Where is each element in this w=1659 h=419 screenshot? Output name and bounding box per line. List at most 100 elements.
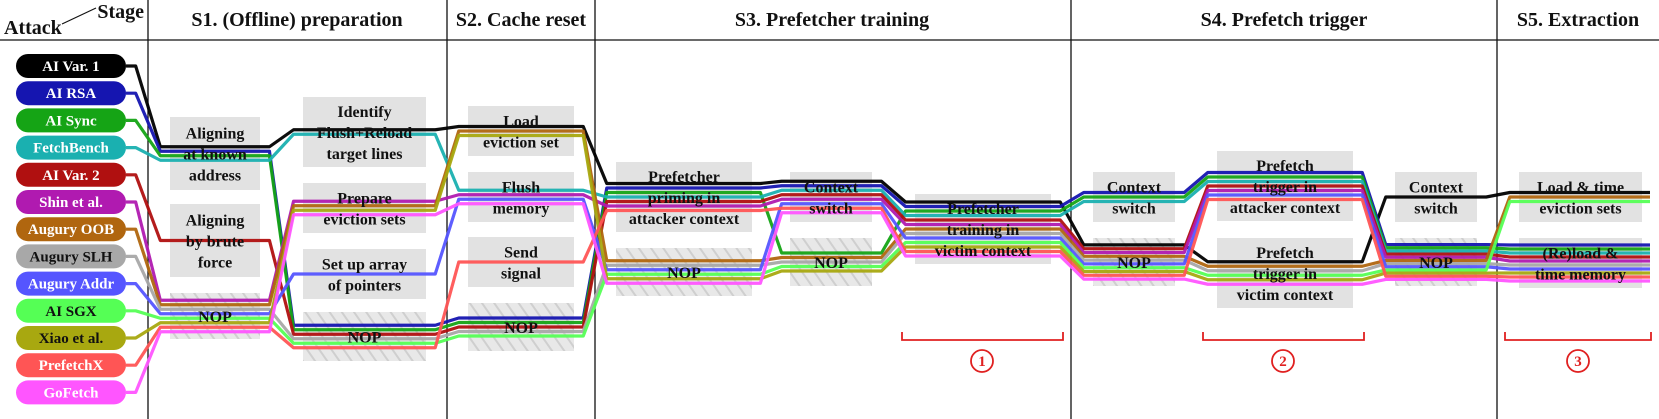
box-label-nop_s1b: NOP <box>348 330 382 347</box>
box-label-align_brute: by brute <box>186 234 244 251</box>
box-identify_fr <box>303 97 426 167</box>
box-label-ctx_switch_s4b: Context <box>1409 180 1464 197</box>
box-label-align_known: Aligning <box>186 126 245 143</box>
box-label-nop_s1a: NOP <box>198 309 232 326</box>
attack-pill-10 <box>16 326 126 350</box>
lines-layer <box>126 64 1650 394</box>
box-label-reload_time: time memory <box>1535 267 1626 284</box>
box-label-pf_trigger_victim: Prefetch <box>1256 245 1314 262</box>
box-label-load_time_ev: Load & time <box>1537 180 1624 197</box>
flow-line-1 <box>126 91 1650 327</box>
marker-circle-1 <box>970 349 994 373</box>
corner-attack-label: Attack <box>4 17 63 39</box>
box-label-identify_fr: Identify <box>337 104 391 121</box>
attack-label-11: PrefetchX <box>39 358 104 374</box>
flow-line-11 <box>126 197 1650 367</box>
box-label-nop_s4b: NOP <box>1419 255 1453 272</box>
marker-label-1: 1 <box>978 354 986 370</box>
flow-line-10 <box>126 133 1650 340</box>
attack-pill-11 <box>16 353 126 378</box>
attack-label-5: Shin et al. <box>39 195 103 211</box>
marker-bracket-1 <box>901 332 1064 341</box>
box-label-flush_mem: Flush <box>502 180 540 197</box>
box-label-pf_training_victim: Prefetcher <box>947 201 1019 218</box>
box-label-ctx_switch_s3: switch <box>809 201 853 218</box>
flow-line-7 <box>126 231 1650 341</box>
box-label-flush_mem: memory <box>493 201 550 218</box>
box-label-align_known: at known <box>183 147 247 164</box>
box-label-reload_time: (Re)load & <box>1543 246 1619 263</box>
attack-label-6: Augury OOB <box>28 222 114 238</box>
stage-header-s1: S1. (Offline) preparation <box>191 9 402 31</box>
box-label-send_signal: Send <box>504 245 538 262</box>
attack-label-7: Augury SLH <box>30 249 113 265</box>
box-label-ctx_switch_s4: Context <box>1107 180 1162 197</box>
box-nop_s1b <box>303 312 426 361</box>
box-label-pf_trigger_victim: victim context <box>1237 287 1334 304</box>
flow-line-0 <box>126 64 1650 264</box>
stage-header-s4: S4. Prefetch trigger <box>1201 9 1368 31</box>
box-label-nop_s3b: NOP <box>814 255 848 272</box>
corner-stage-label: Stage <box>97 1 144 23</box>
flow-line-4 <box>126 173 1650 336</box>
box-label-setup_array: of pointers <box>328 278 401 295</box>
flow-line-12 <box>126 202 1650 394</box>
corner-diagonal <box>61 7 97 25</box>
attack-pill-4 <box>16 162 126 187</box>
marker-bracket-2 <box>1202 332 1365 341</box>
box-label-pf_priming: Prefetcher <box>648 169 720 186</box>
attack-pill-12 <box>16 380 126 405</box>
box-label-pf_trigger_attacker: attacker context <box>1230 200 1341 217</box>
box-label-pf_priming: priming in <box>648 190 721 207</box>
attack-pill-6 <box>16 217 126 242</box>
attack-label-9: AI SGX <box>45 304 96 320</box>
box-label-pf_priming: attacker context <box>629 211 740 228</box>
box-label-align_known: address <box>189 168 241 185</box>
box-label-load_ev: eviction set <box>483 135 560 152</box>
box-label-pf_trigger_victim: trigger in <box>1253 266 1317 283</box>
box-label-identify_fr: Flush+Reload <box>317 125 412 142</box>
box-label-nop_s4a: NOP <box>1117 255 1151 272</box>
box-label-ctx_switch_s4b: switch <box>1414 201 1458 218</box>
box-prepare_ev <box>303 183 426 233</box>
box-label-pf_trigger_attacker: trigger in <box>1253 179 1317 196</box>
attack-pill-1 <box>16 81 126 106</box>
box-pf_trigger_victim <box>1217 238 1353 308</box>
box-label-nop_s3a: NOP <box>667 265 701 282</box>
attack-label-12: GoFetch <box>44 385 100 401</box>
box-label-ctx_switch_s3: Context <box>804 180 859 197</box>
flow-line-9 <box>126 199 1650 345</box>
box-label-setup_array: Set up array <box>322 257 407 274</box>
box-label-ctx_switch_s4: switch <box>1112 201 1156 218</box>
attack-pill-7 <box>16 244 126 269</box>
flow-line-3 <box>126 132 1650 255</box>
attack-label-10: Xiao et al. <box>39 331 104 347</box>
box-label-prepare_ev: eviction sets <box>323 212 405 229</box>
attack-label-4: AI Var. 2 <box>42 168 99 184</box>
marker-bracket-3 <box>1504 332 1652 341</box>
flow-line-5 <box>126 188 1650 302</box>
marker-label-3: 3 <box>1574 354 1582 370</box>
box-label-prepare_ev: Prepare <box>337 191 392 208</box>
marker-circle-3 <box>1566 349 1590 373</box>
stage-header-s3: S3. Prefetcher training <box>735 9 929 31</box>
flow-line-2 <box>126 118 1650 332</box>
box-label-identify_fr: target lines <box>327 146 403 163</box>
box-label-load_ev: Load <box>503 114 539 131</box>
box-label-pf_training_victim: victim context <box>935 243 1032 260</box>
box-label-align_brute: force <box>198 255 232 272</box>
box-label-nop_s2: NOP <box>504 320 538 337</box>
attack-label-1: AI RSA <box>46 86 97 102</box>
attack-label-2: AI Sync <box>45 113 97 129</box>
stage-header-s2: S2. Cache reset <box>456 9 586 31</box>
attack-pill-5 <box>16 190 126 214</box>
box-label-send_signal: signal <box>501 266 542 283</box>
marker-circle-2 <box>1271 349 1295 373</box>
flow-line-6 <box>126 129 1650 307</box>
attack-pill-8 <box>16 271 126 296</box>
marker-label-2: 2 <box>1279 354 1287 370</box>
box-align_known <box>170 117 260 190</box>
attack-label-8: Augury Addr <box>28 277 115 293</box>
